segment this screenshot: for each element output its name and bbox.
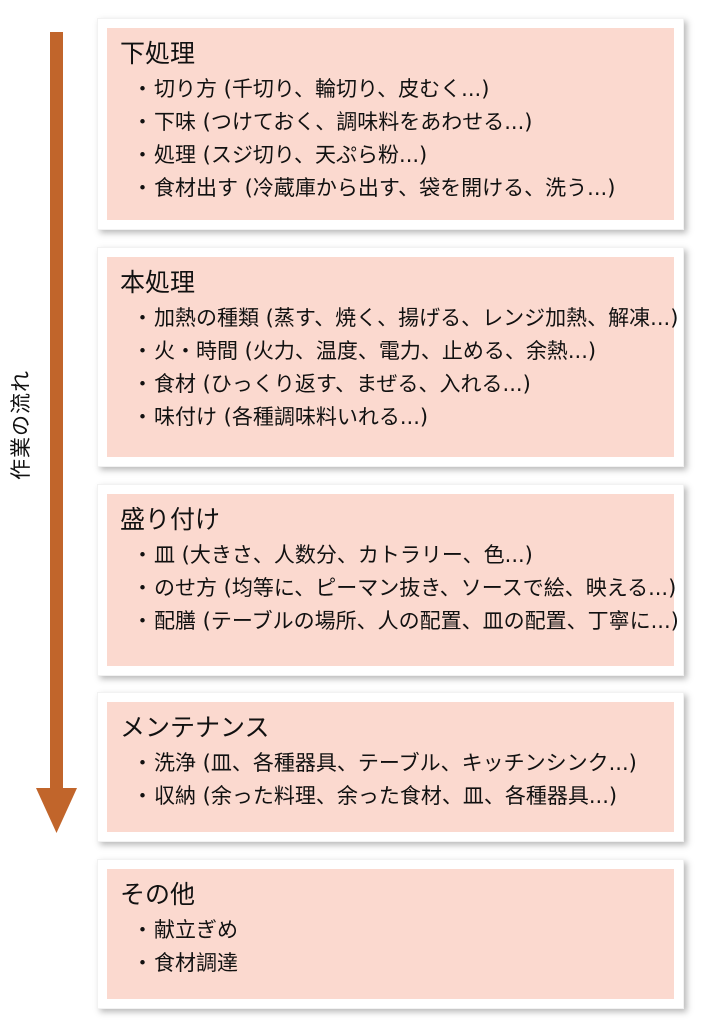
stage-box-body: 下処理 切り方 (千切り、輪切り、皮むく...) 下味 (つけておく、調味料をあ…	[107, 28, 674, 220]
list-item: 収納 (余った料理、余った食材、皿、各種器具...)	[132, 780, 674, 813]
stage-title: その他	[120, 880, 196, 909]
stage-box-shitashori: 下処理 切り方 (千切り、輪切り、皮むく...) 下味 (つけておく、調味料をあ…	[97, 18, 684, 230]
stage-box-maintenance: メンテナンス 洗浄 (皿、各種器具、テーブル、キッチンシンク...) 収納 (余…	[97, 692, 684, 842]
stage-box-body: 本処理 加熱の種類 (蒸す、焼く、揚げる、レンジ加熱、解凍...) 火・時間 (…	[107, 257, 678, 457]
list-item: 火・時間 (火力、温度、電力、止める、余熱...)	[132, 335, 674, 368]
stage-box-body: メンテナンス 洗浄 (皿、各種器具、テーブル、キッチンシンク...) 収納 (余…	[107, 702, 674, 832]
list-item: 皿 (大きさ、人数分、カトラリー、色...)	[132, 539, 674, 572]
stage-title: 盛り付け	[120, 505, 221, 534]
list-item: 食材出す (冷蔵庫から出す、袋を開ける、洗う...)	[132, 172, 674, 205]
list-item: 食材 (ひっくり返す、まぜる、入れる...)	[132, 368, 674, 401]
list-item: 切り方 (千切り、輪切り、皮むく...)	[132, 73, 674, 106]
stage-box-other: その他 献立ぎめ 食材調達	[97, 859, 684, 1009]
stage-title: メンテナンス	[120, 713, 270, 742]
list-item: 味付け (各種調味料いれる...)	[132, 401, 674, 434]
flow-direction-label: 作業の流れ	[0, 355, 40, 495]
stage-item-list: 切り方 (千切り、輪切り、皮むく...) 下味 (つけておく、調味料をあわせる.…	[120, 73, 674, 205]
stage-item-list: 献立ぎめ 食材調達	[120, 914, 674, 980]
stage-item-list: 洗浄 (皿、各種器具、テーブル、キッチンシンク...) 収納 (余った料理、余っ…	[120, 747, 674, 813]
list-item: 食材調達	[132, 947, 674, 980]
list-item: 献立ぎめ	[132, 914, 674, 947]
process-flow-arrow	[0, 0, 96, 1024]
list-item: 加熱の種類 (蒸す、焼く、揚げる、レンジ加熱、解凍...)	[132, 302, 678, 335]
list-item: 下味 (つけておく、調味料をあわせる...)	[132, 106, 674, 139]
list-item: のせ方 (均等に、ピーマン抜き、ソースで絵、映える...)	[132, 572, 676, 605]
stage-box-honshori: 本処理 加熱の種類 (蒸す、焼く、揚げる、レンジ加熱、解凍...) 火・時間 (…	[97, 247, 684, 467]
flow-direction-label-text: 作業の流れ	[9, 370, 33, 480]
stage-title: 本処理	[120, 268, 196, 297]
stage-box-body: その他 献立ぎめ 食材調達	[107, 869, 674, 999]
stage-item-list: 皿 (大きさ、人数分、カトラリー、色...) のせ方 (均等に、ピーマン抜き、ソ…	[120, 539, 679, 638]
list-item: 洗浄 (皿、各種器具、テーブル、キッチンシンク...)	[132, 747, 674, 780]
down-arrow-icon	[36, 32, 77, 833]
stage-title: 下処理	[120, 39, 196, 68]
stage-box-body: 盛り付け 皿 (大きさ、人数分、カトラリー、色...) のせ方 (均等に、ピーマ…	[107, 494, 679, 666]
stage-item-list: 加熱の種類 (蒸す、焼く、揚げる、レンジ加熱、解凍...) 火・時間 (火力、温…	[120, 302, 678, 434]
list-item: 処理 (スジ切り、天ぷら粉...)	[132, 139, 674, 172]
stage-box-moritsuke: 盛り付け 皿 (大きさ、人数分、カトラリー、色...) のせ方 (均等に、ピーマ…	[97, 484, 684, 676]
list-item: 配膳 (テーブルの場所、人の配置、皿の配置、丁寧に...)	[132, 605, 679, 638]
